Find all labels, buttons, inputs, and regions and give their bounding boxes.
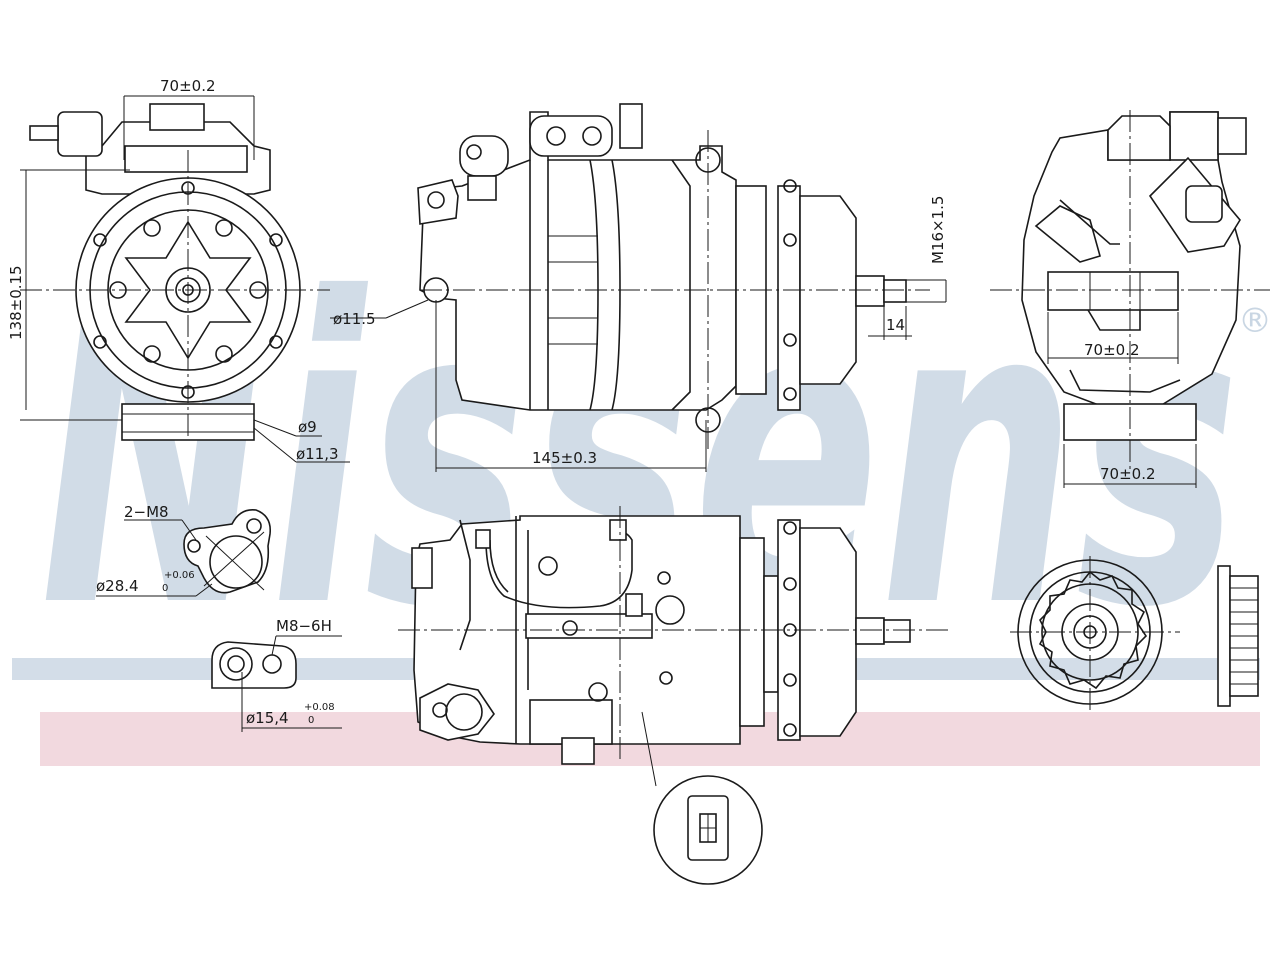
rear-view xyxy=(990,110,1270,488)
dim-rear-width-lower: 70±0.2 xyxy=(1100,465,1156,483)
port-detail-a xyxy=(96,508,272,597)
dim-front-height: 138±0.15 xyxy=(7,265,25,340)
registered-mark: ® xyxy=(1238,301,1272,341)
port-b-thread: M8−6H xyxy=(276,617,332,635)
top-view xyxy=(398,506,950,885)
port-a-bore: ø28.4 xyxy=(96,577,139,595)
port-b-bore: ø15,4 xyxy=(246,709,289,727)
pulley-view xyxy=(1010,556,1259,712)
dim-shaft-length: 14 xyxy=(886,316,905,334)
port-a-thread: 2−M8 xyxy=(124,503,169,521)
dim-bore-b: ø11,3 xyxy=(296,445,339,463)
side-view xyxy=(330,103,947,472)
port-a-tol-zero: 0 xyxy=(162,583,168,594)
port-a-tol-plus: +0.06 xyxy=(164,570,195,581)
dim-body-length: 145±0.3 xyxy=(532,449,597,467)
port-b-tol-plus: +0.08 xyxy=(304,702,335,713)
port-detail-b xyxy=(211,635,342,732)
dim-shaft-thread: M16×1.5 xyxy=(929,196,947,264)
dim-rear-width-upper: 70±0.2 xyxy=(1084,341,1140,359)
dim-front-width: 70±0.2 xyxy=(160,77,216,95)
port-b-tol-zero: 0 xyxy=(308,715,314,726)
dim-bore-a: ø9 xyxy=(298,418,317,436)
front-view xyxy=(20,95,350,463)
dim-side-bore: ø11.5 xyxy=(333,310,376,328)
